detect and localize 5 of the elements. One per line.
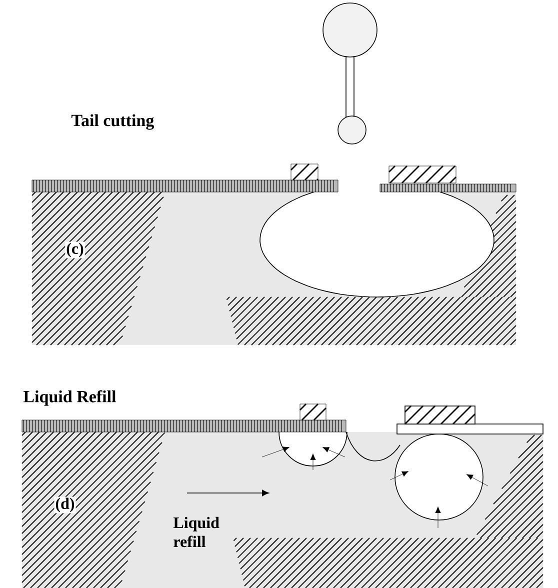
label-text: Liquid Refill [24, 390, 116, 406]
label-text: Liquid refill [173, 516, 220, 548]
label-text: (c) [65, 242, 85, 258]
label-text: (d) [54, 496, 76, 514]
label-text: Tail cutting [71, 114, 154, 130]
